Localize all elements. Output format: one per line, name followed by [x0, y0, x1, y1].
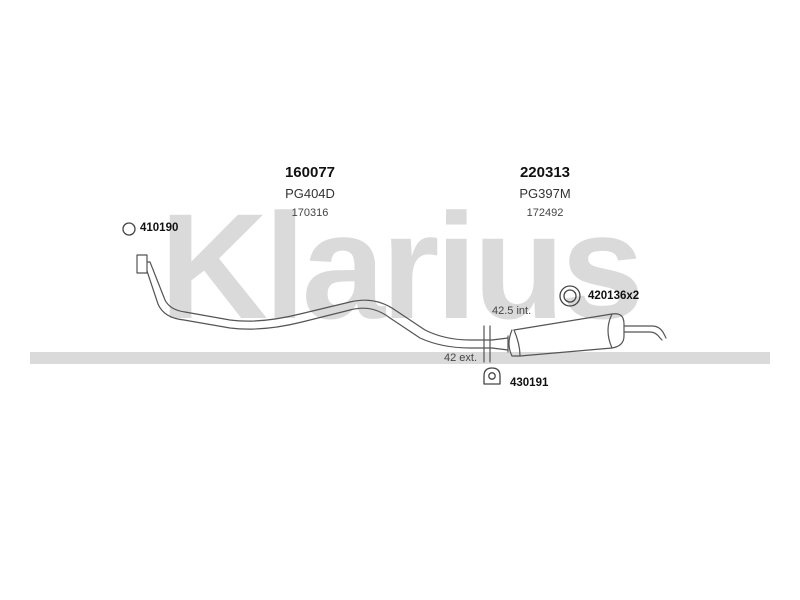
ring-clamp-icon — [122, 222, 136, 236]
mount-icon — [483, 367, 501, 385]
dimension-external: 42 ext. — [444, 352, 478, 364]
gasket-icon — [559, 285, 581, 307]
dimension-internal: 42.5 int. — [492, 305, 532, 317]
mount-code: 430191 — [510, 377, 549, 389]
alt-code-170316: 170316 — [291, 207, 329, 219]
front-pipe — [136, 254, 493, 349]
ref-code-pg397m: PG397M — [519, 186, 571, 201]
rear-silencer — [507, 313, 667, 357]
part-code-160077: 160077 — [284, 164, 336, 181]
part-code-220313: 220313 — [519, 164, 571, 181]
ring-clamp-code: 410190 — [140, 222, 179, 234]
alt-code-172492: 172492 — [526, 207, 564, 219]
ref-code-pg404d: PG404D — [285, 186, 335, 201]
gasket-code: 420136x2 — [588, 290, 640, 302]
pipe-joint — [483, 325, 509, 363]
